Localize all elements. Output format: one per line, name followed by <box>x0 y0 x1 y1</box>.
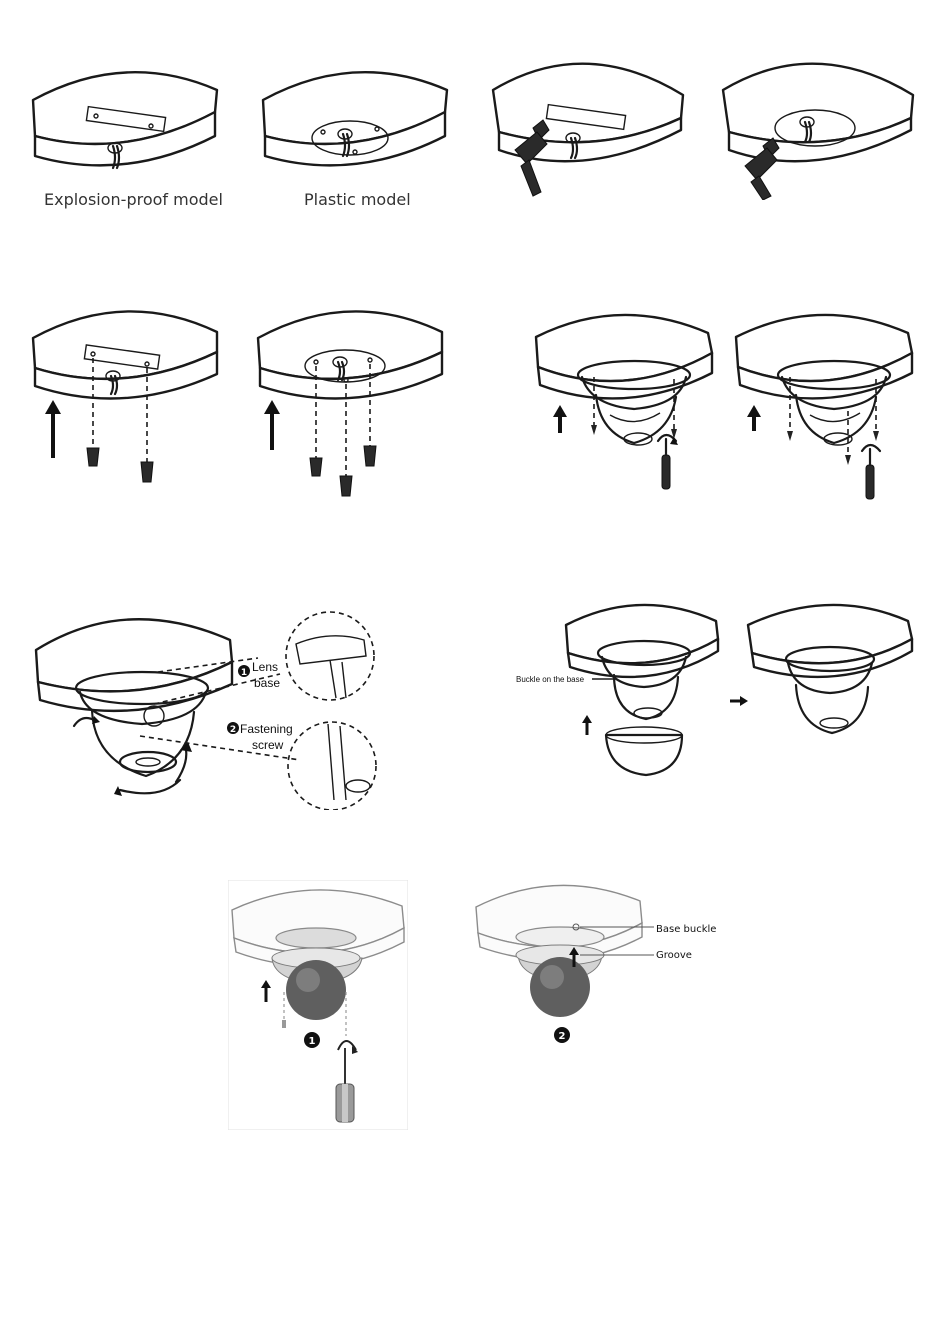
cover-attach-illustration: Buckle on the base <box>510 595 930 785</box>
marker-1: 1 <box>241 668 247 678</box>
fastening-screw-label-line1: Fastening <box>240 722 293 736</box>
lens-base-label-line2: base <box>254 676 280 690</box>
ceiling-explosion-proof-illustration <box>25 60 240 190</box>
anchor-plastic-illustration <box>250 300 465 510</box>
ceiling-plastic-model-illustration <box>255 60 470 190</box>
lens-adjust-illustration: 1 Lens base 2 Fastening screw <box>30 600 380 810</box>
marker-2: 2 <box>230 725 236 735</box>
mount-base-screws-illustration-a <box>530 305 720 495</box>
caption-plastic-model: Plastic model <box>304 190 411 209</box>
buckle-on-base-label: Buckle on the base <box>516 675 585 684</box>
anchor-explosion-illustration <box>25 300 240 500</box>
ceiling-drill-explosion-illustration <box>485 40 700 200</box>
lens-base-label-line1: Lens <box>252 660 278 674</box>
ceiling-drill-plastic-illustration <box>715 40 930 200</box>
caption-explosion-proof-model: Explosion-proof model <box>44 190 223 209</box>
dome-fasten-illustration: 1 <box>228 880 408 1130</box>
step-marker-1: 1 <box>309 1036 316 1047</box>
base-buckle-label: Base buckle <box>656 924 716 935</box>
mount-base-screws-illustration-b <box>730 305 920 500</box>
fastening-screw-label-line2: screw <box>252 738 284 752</box>
groove-label: Groove <box>656 950 692 961</box>
dome-buckle-groove-illustration: Base buckle Groove 2 <box>470 875 730 1055</box>
step-marker-2: 2 <box>559 1031 566 1042</box>
